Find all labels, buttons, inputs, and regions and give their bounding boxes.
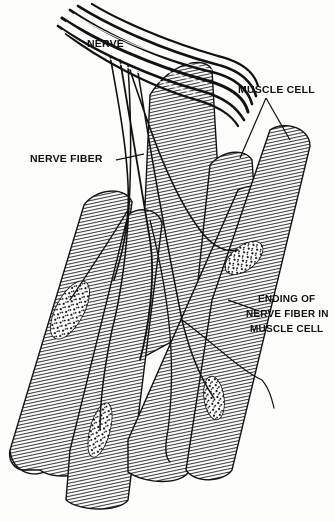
label-ending-line1: ENDING OF (258, 294, 315, 305)
label-ending-line3: MUSCLE CELL (250, 324, 323, 335)
label-nerve-fiber: NERVE FIBER (30, 153, 103, 165)
label-muscle-cell: MUSCLE CELL (238, 84, 315, 96)
label-ending-line2: NERVE FIBER IN (246, 309, 329, 320)
label-nerve: NERVE (87, 38, 124, 50)
